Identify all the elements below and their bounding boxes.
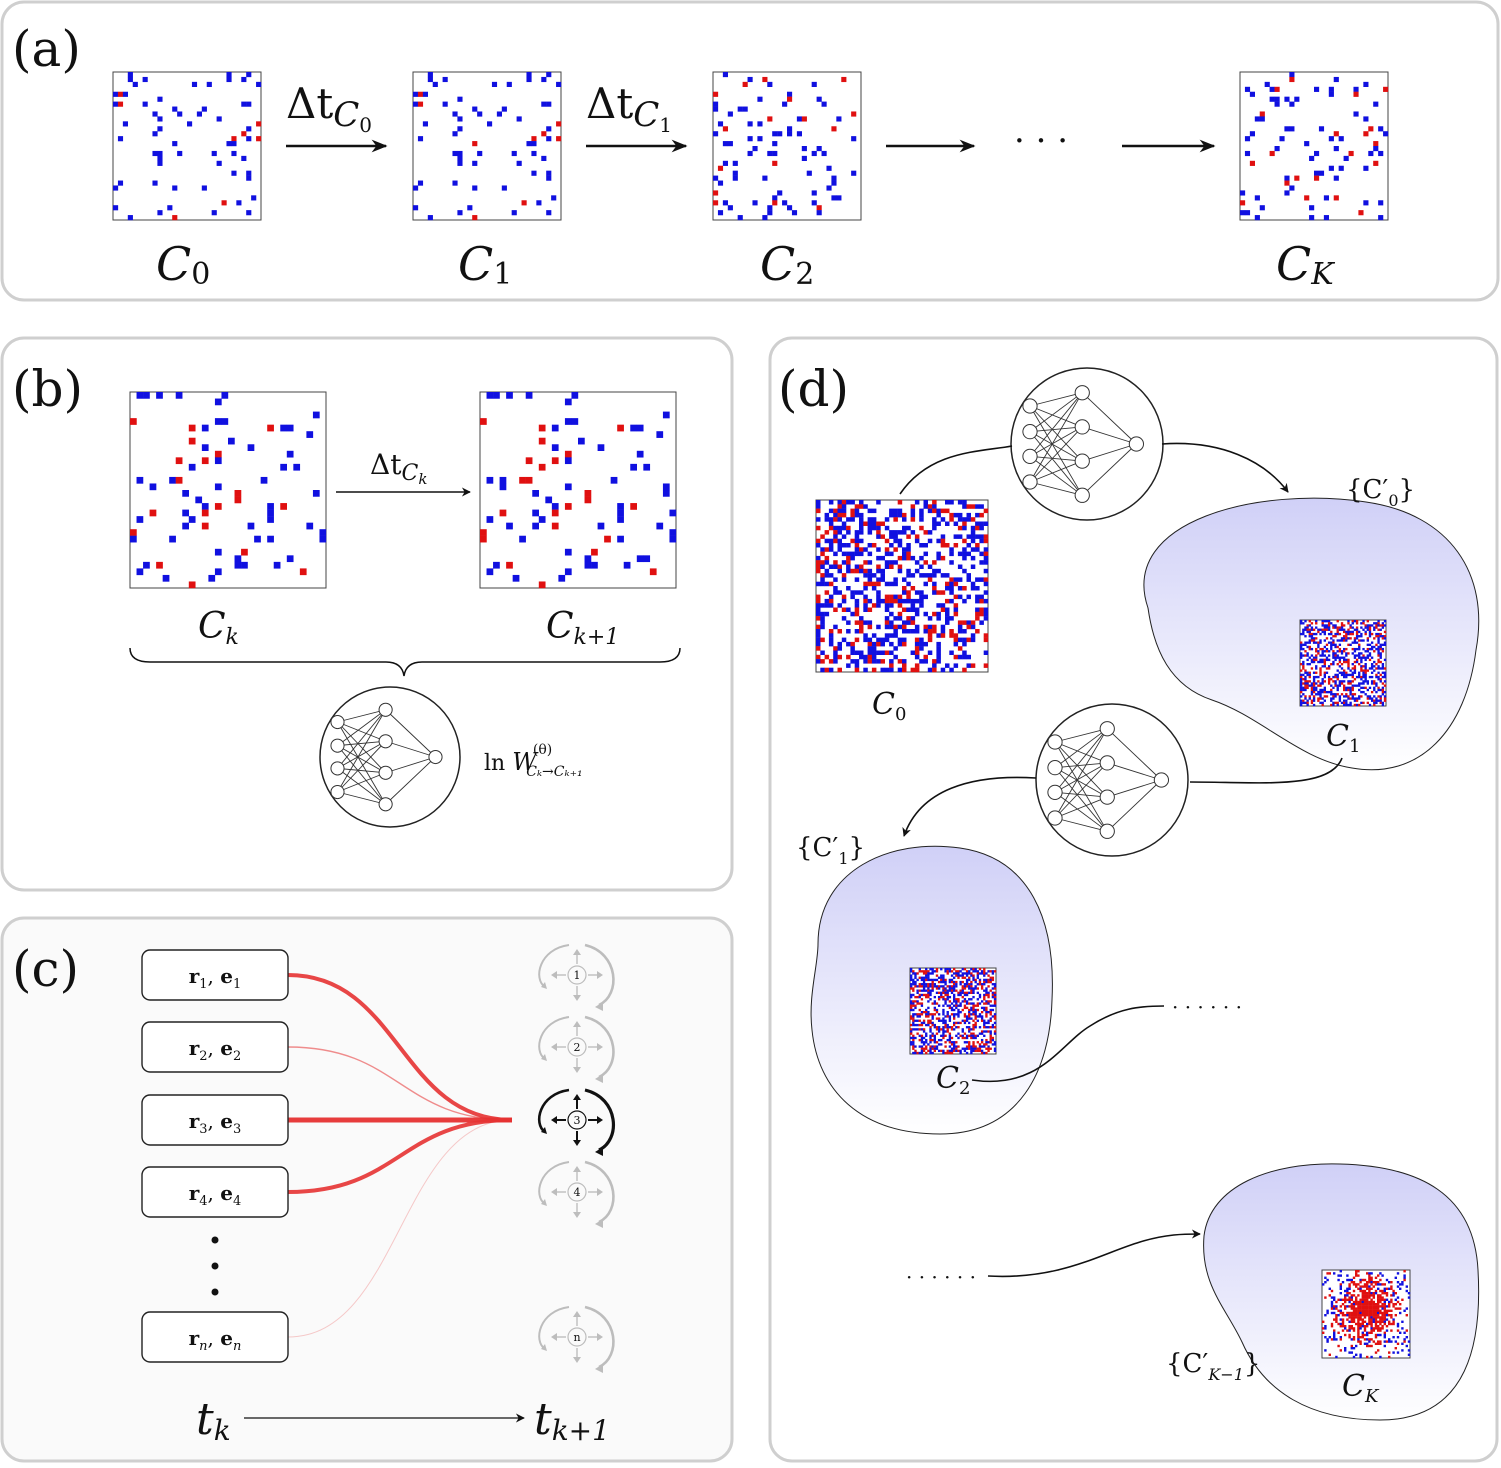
flow-curve-2 (971, 1005, 1165, 1083)
particle-label: r2, e2 (189, 1036, 242, 1064)
delta-t-label-1: ΔtC1 (586, 79, 672, 137)
config-label-c1: C1 (458, 237, 512, 292)
move-directions-icon: 2 (538, 1015, 615, 1083)
flow-curve-0b (1161, 442, 1289, 493)
attention-edge (287, 1119, 513, 1338)
set-label-2: {C′K−1} (1166, 1349, 1260, 1384)
flow-curve-3 (987, 1229, 1201, 1278)
panel-a-configurations (112, 71, 1389, 221)
neural-network-icon (1010, 367, 1164, 521)
particle-box: r4, e4 (141, 1166, 289, 1218)
panel-d-label: (d) (778, 360, 849, 418)
set-label-1: {C′1} (796, 833, 865, 868)
config-label-c2: C2 (760, 237, 814, 292)
flow-curve-1b (902, 776, 1037, 837)
svg-text:4: 4 (574, 1186, 581, 1199)
flow-curve-0a (899, 445, 1013, 495)
config-label-ck-b: Ck (198, 606, 239, 650)
config-label-d-2: C2 (936, 1061, 970, 1099)
lattice-config-d2 (909, 967, 997, 1055)
delta-t-label-0: ΔtC0 (286, 79, 372, 137)
lattice-config-d0 (815, 499, 989, 673)
time-to: tk+1 (534, 1394, 610, 1447)
panel-c-label: (c) (12, 940, 79, 998)
lattice-config-c2 (712, 71, 862, 221)
panel-c-content: r1, e1 r2, e2 r3, e3 r4, e4 rn, en 1 2 3 4 n (141, 943, 615, 1373)
svg-text:3: 3 (574, 1114, 581, 1127)
move-directions-icon: 4 (538, 1160, 615, 1228)
vertical-ellipsis-dot (211, 1236, 219, 1244)
config-label-c0: C0 (156, 237, 210, 292)
start-config-label: C0 (872, 687, 906, 725)
flow-curve-1a (1189, 757, 1343, 784)
particle-box: r3, e3 (141, 1094, 289, 1146)
rate-label: ln W(θ)Cₖ→Cₖ₊₁ (484, 742, 583, 780)
particle-box: rn, en (141, 1311, 289, 1363)
move-directions-icon: 1 (538, 943, 615, 1011)
panel-c-frame (0, 916, 734, 1463)
neural-network-icon (1035, 703, 1189, 857)
attention-edge (287, 1046, 513, 1121)
set-label-0: {C′0} (1346, 475, 1415, 510)
config-label-d-1: C1 (1326, 719, 1360, 757)
lattice-config-c0 (112, 71, 262, 221)
panel-b-configurations (129, 391, 677, 589)
lattice-config-ck-b (129, 391, 327, 589)
config-label-d-k: CK (1342, 1369, 1380, 1407)
brace (129, 647, 681, 677)
move-directions-icon: n (538, 1305, 615, 1373)
lattice-config-d1 (1299, 619, 1387, 707)
move-directions-icon: 3 (537, 1088, 615, 1156)
ellipsis-d-2: · · · · · · (906, 1265, 976, 1289)
svg-text:n: n (573, 1331, 580, 1344)
ellipsis-d-1: · · · · · · (1172, 995, 1242, 1019)
neural-network-icon (319, 686, 461, 828)
lattice-config-dk (1321, 1269, 1411, 1359)
panel-a-label: (a) (12, 20, 81, 78)
lattice-config-ck1-b (479, 391, 677, 589)
svg-text:1: 1 (574, 969, 581, 982)
particle-box: r1, e1 (141, 949, 289, 1001)
particle-label: rn, en (189, 1326, 242, 1354)
particle-label: r4, e4 (189, 1181, 242, 1209)
particle-label: r3, e3 (189, 1109, 242, 1137)
vertical-ellipsis-dot (211, 1262, 219, 1270)
particle-box: r2, e2 (141, 1021, 289, 1073)
panel-d-configurations (815, 499, 1411, 1359)
particle-label: r1, e1 (189, 964, 242, 992)
config-label-ck1-b: Ck+1 (546, 606, 619, 650)
attention-edge (287, 1118, 513, 1194)
panel-b-label: (b) (12, 360, 83, 418)
delta-t-label-b: ΔtCk (370, 448, 427, 488)
attention-edge (287, 973, 513, 1122)
vertical-ellipsis-dot (211, 1288, 219, 1296)
lattice-config-ck (1239, 71, 1389, 221)
svg-text:2: 2 (574, 1041, 581, 1054)
lattice-config-c1 (412, 71, 562, 221)
ellipsis-a: · · · (1014, 121, 1068, 161)
config-label-ck: CK (1276, 237, 1335, 292)
time-from: tk (196, 1394, 231, 1447)
